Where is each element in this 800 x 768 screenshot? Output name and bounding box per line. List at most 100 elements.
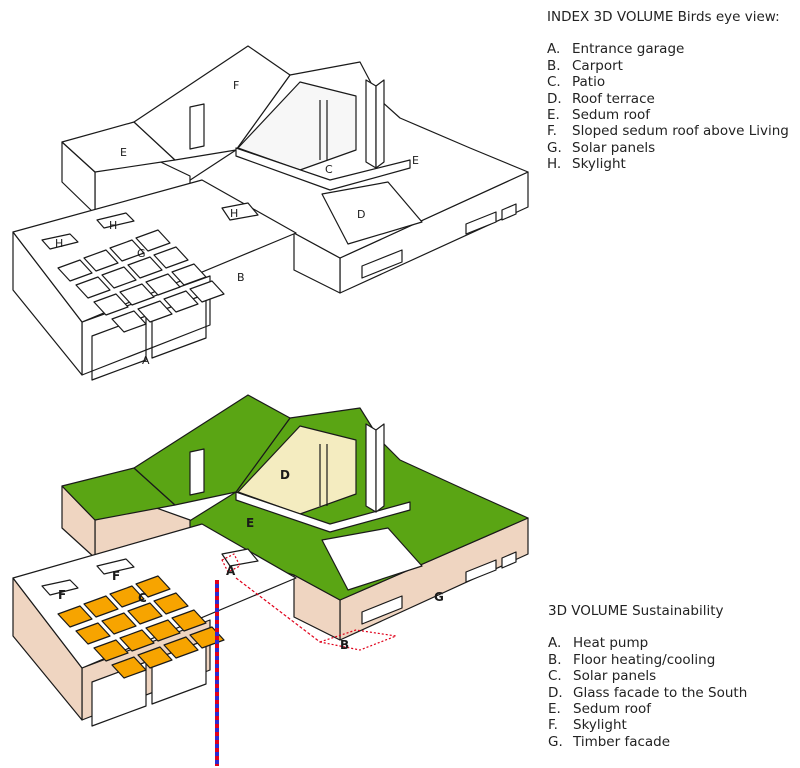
- solar-panel: [57, 605, 93, 628]
- solar-panel: [137, 646, 173, 669]
- solar-panel-grid: [57, 229, 225, 333]
- sustainability-legend-item-text: Skylight: [573, 717, 627, 734]
- solar-panel: [75, 622, 111, 645]
- solar-panel: [163, 636, 199, 659]
- label-h: H: [109, 219, 117, 232]
- index-legend-item-text: Sloped sedum roof above Living: [572, 123, 789, 140]
- index-legend-item-text: Sedum roof: [572, 107, 650, 124]
- roof-terrace: [321, 527, 423, 591]
- index-legend-item: H.Skylight: [547, 156, 789, 172]
- roof-terrace-d: [321, 181, 423, 245]
- sloped-roof-f: [133, 394, 291, 506]
- solar-panel: [145, 619, 181, 642]
- sustainability-legend-item: D.Glass facade to the South: [548, 685, 747, 701]
- index-legend-item-text: Carport: [572, 57, 623, 74]
- chimney-1: [189, 103, 205, 150]
- index-legend-title: INDEX 3D VOLUME Birds eye view:: [547, 9, 780, 25]
- solar-panel: [145, 273, 181, 296]
- index-legend-item: B.Carport: [547, 58, 789, 74]
- sustainability-legend-item: A. Heat pump: [548, 635, 747, 651]
- solar-panel: [83, 249, 119, 272]
- solar-panel: [127, 256, 163, 279]
- sustainability-legend-item-text: Floor heating/cooling: [573, 651, 716, 668]
- index-legend-item-key: C.: [547, 74, 561, 91]
- solar-panel: [111, 310, 147, 333]
- heat-pump-box: [221, 553, 241, 573]
- window: [361, 595, 403, 625]
- solar-panel: [153, 592, 189, 615]
- index-legend-item: C.Patio: [547, 74, 789, 90]
- label-f: F: [233, 79, 239, 92]
- solar-panel: [163, 290, 199, 313]
- solar-panel: [137, 300, 173, 323]
- window: [501, 551, 517, 569]
- sustainability-legend-item-key: G.: [548, 733, 563, 750]
- sustainability-legend-item-key: C.: [548, 668, 562, 685]
- solar-panel: [119, 283, 155, 306]
- sustainability-legend-item: C. Solar panels: [548, 668, 747, 684]
- sustainability-legend-item-key: B.: [548, 651, 562, 668]
- index-legend-item-key: A.: [547, 41, 561, 58]
- window: [465, 211, 497, 235]
- bottom-letter-labels: A B C D E F F G: [58, 468, 444, 652]
- sustainability-legend-item-key: E.: [548, 701, 561, 718]
- index-legend-item-text: Roof terrace: [572, 90, 655, 107]
- chimney-2-front: [365, 79, 377, 169]
- solar-panel: [171, 263, 207, 286]
- index-legend: INDEX 3D VOLUME Birds eye view: A. Entran…: [547, 9, 789, 173]
- solar-panel: [189, 280, 225, 303]
- index-legend-item: F.Sloped sedum roof above Living: [547, 123, 789, 139]
- solar-panel: [127, 602, 163, 625]
- chimney-2-side: [375, 79, 385, 169]
- label-h: H: [230, 207, 238, 220]
- chimney-2-side: [375, 423, 385, 513]
- skylight: [41, 579, 79, 596]
- window: [465, 559, 497, 583]
- label-h: H: [55, 237, 63, 250]
- label-g: G: [434, 590, 444, 604]
- sustainability-legend-item-text: Glass facade to the South: [573, 684, 748, 701]
- sloped-roof-f: [133, 45, 291, 161]
- index-legend-item: D. Roof terrace: [547, 91, 789, 107]
- skylight: [41, 233, 79, 250]
- sustainability-legend-item: B. Floor heating/cooling: [548, 652, 747, 668]
- top-line-drawing: [12, 45, 529, 381]
- index-legend-item-text: Solar panels: [572, 139, 656, 156]
- sustainability-legend-item-text: Solar panels: [573, 668, 657, 685]
- label-g: G: [137, 247, 146, 260]
- index-legend-item-text: Entrance garage: [572, 41, 685, 58]
- solar-panel: [109, 585, 145, 608]
- floor-heating-area: [319, 629, 397, 651]
- sustainability-legend-item-key: A.: [548, 635, 562, 652]
- solar-panel: [171, 609, 207, 632]
- sustainability-legend-item-text: Timber facade: [573, 733, 671, 750]
- sustainability-legend-item-text: Heat pump: [573, 635, 649, 652]
- solar-panel: [109, 239, 145, 262]
- patio-parapet: [235, 147, 411, 191]
- label-a: A: [142, 354, 150, 367]
- solar-panel: [101, 612, 137, 635]
- skylight: [221, 548, 259, 567]
- skylight: [96, 212, 135, 229]
- solar-panel: [119, 629, 155, 652]
- bottom-sustainability-drawing: [12, 394, 529, 727]
- solar-panel: [135, 229, 171, 252]
- solar-panel: [111, 656, 147, 679]
- sustainability-legend-title: 3D VOLUME Sustainability: [548, 603, 724, 619]
- solar-panel: [83, 595, 119, 618]
- skylight: [221, 202, 259, 221]
- sustainability-legend-item-key: F.: [548, 717, 558, 734]
- solar-panel-grid: [57, 575, 225, 679]
- label-f: F: [112, 569, 120, 583]
- index-legend-item-key: D.: [547, 90, 562, 107]
- window: [501, 203, 517, 221]
- index-legend-item-key: G.: [547, 139, 562, 156]
- label-b: B: [237, 271, 245, 284]
- label-d: D: [280, 468, 290, 482]
- label-b: B: [340, 638, 349, 652]
- sustainability-legend-item: E.Sedum roof: [548, 701, 747, 717]
- solar-panel: [101, 266, 137, 289]
- solar-panel: [93, 293, 129, 316]
